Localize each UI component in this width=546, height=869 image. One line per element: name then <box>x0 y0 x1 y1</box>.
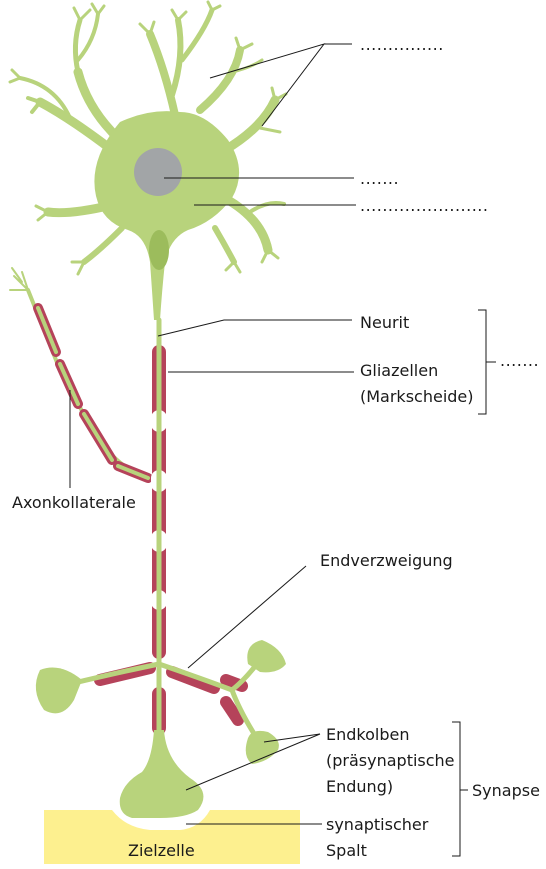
label-gliazellen-2: (Markscheide) <box>360 387 474 406</box>
label-synapse: Synapse <box>472 781 540 800</box>
label-neurit: Neurit <box>360 313 409 332</box>
blank-label-soma: ....................... <box>360 196 488 215</box>
label-axonkollaterale: Axonkollaterale <box>12 493 136 512</box>
terminal-bulb-endkolben <box>246 731 279 764</box>
terminal-bouton-main <box>120 730 204 818</box>
axon-collateral <box>10 268 150 478</box>
cell-body <box>94 111 239 320</box>
axon-hillock <box>149 230 169 270</box>
label-gliazellen-1: Gliazellen <box>360 361 438 380</box>
label-spalt-1: synaptischer <box>326 815 429 834</box>
label-endkolben-2: (präsynaptische <box>326 751 455 770</box>
label-spalt-2: Spalt <box>326 841 367 860</box>
blank-label-axon: ....... <box>500 351 539 370</box>
nucleus <box>134 148 182 196</box>
label-endkolben-1: Endkolben <box>326 725 409 744</box>
label-zielzelle: Zielzelle <box>128 841 195 860</box>
blank-label-dendrites: ............... <box>360 35 444 54</box>
label-endverzweigung: Endverzweigung <box>320 551 453 570</box>
terminal-bulb-left <box>36 668 82 714</box>
blank-label-nucleus: ....... <box>360 169 399 188</box>
label-endkolben-3: Endung) <box>326 777 393 796</box>
